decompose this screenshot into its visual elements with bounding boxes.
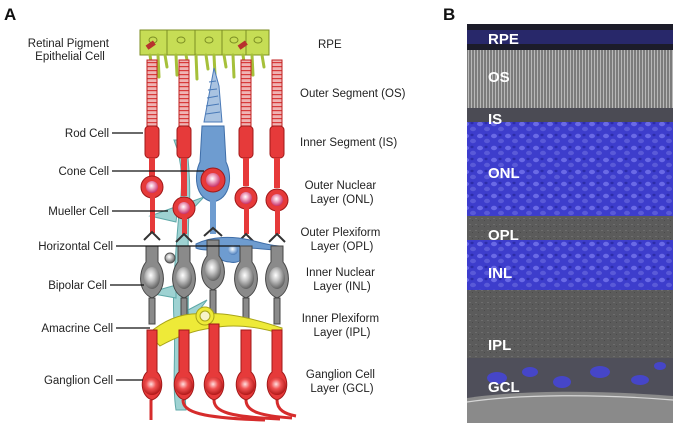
- label-leader-lines: [110, 132, 240, 381]
- micro-label-ipl: IPL: [488, 337, 511, 354]
- cell-label-bipolar: Bipolar Cell: [48, 280, 107, 292]
- panel-a-letter: A: [4, 5, 16, 24]
- micro-label-gcl: GCL: [488, 379, 520, 396]
- retina-micrograph: RPE OS IS ONL OPL INL IPL GCL: [466, 24, 674, 423]
- ganglion-axons: [149, 399, 297, 422]
- cell-label-horizontal: Horizontal Cell: [38, 241, 113, 253]
- cell-label-rpe: Retinal Pigment Epithelial Cell: [28, 38, 112, 63]
- rpe-layer: [139, 29, 270, 81]
- layer-label-os: Outer Segment (OS): [300, 88, 406, 100]
- cell-label-rod: Rod Cell: [65, 128, 109, 140]
- micro-label-onl: ONL: [488, 165, 520, 182]
- amacrine-cell-shape: [147, 306, 283, 347]
- cell-label-amacrine: Amacrine Cell: [41, 323, 113, 335]
- layer-labels: RPE Outer Segment (OS) Inner Segment (IS…: [300, 39, 406, 395]
- micro-label-is: IS: [488, 111, 502, 128]
- layer-label-rpe: RPE: [318, 39, 342, 51]
- cell-label-cone: Cone Cell: [59, 166, 110, 178]
- photoreceptor-columns: [140, 59, 289, 243]
- layer-label-onl: Outer Nuclear Layer (ONL): [305, 180, 380, 206]
- layer-label-is: Inner Segment (IS): [300, 137, 397, 149]
- micro-label-os: OS: [488, 69, 510, 86]
- micro-label-opl: OPL: [488, 227, 519, 244]
- micro-label-rpe: RPE: [488, 31, 519, 48]
- ganglion-cells: [141, 323, 288, 401]
- layer-label-inl: Inner Nuclear Layer (INL): [306, 267, 378, 293]
- layer-label-gcl: Ganglion Cell Layer (GCL): [306, 369, 378, 395]
- layer-label-opl: Outer Plexiform Layer (OPL): [300, 227, 383, 253]
- bipolar-cells: [140, 239, 289, 325]
- micro-label-inl: INL: [488, 265, 512, 282]
- panel-b-letter: B: [443, 5, 455, 24]
- retina-schematic: [110, 29, 297, 422]
- cell-labels: Retinal Pigment Epithelial Cell Rod Cell…: [28, 38, 113, 387]
- cell-label-ganglion: Ganglion Cell: [44, 375, 113, 387]
- layer-label-ipl: Inner Plexiform Layer (IPL): [302, 313, 383, 339]
- cell-label-mueller: Mueller Cell: [48, 206, 109, 218]
